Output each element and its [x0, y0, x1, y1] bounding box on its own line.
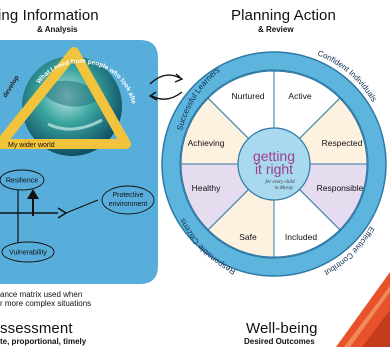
wellbeing-title: Well-being	[246, 320, 318, 337]
label-active: Active	[288, 91, 311, 101]
label-healthy: Healthy	[192, 183, 222, 193]
left-title: ing Information	[0, 7, 99, 24]
label-respected: Respected	[322, 138, 363, 148]
cycle-arrow-top	[149, 74, 181, 85]
vulnerability-label: Vulnerability	[9, 250, 47, 257]
centre-circle	[237, 127, 311, 201]
resilience-label: Resilience	[6, 178, 38, 185]
centre-line-2: it right	[255, 161, 293, 177]
protective-label-2: environment	[109, 201, 148, 208]
protective-environment-node	[101, 185, 155, 215]
vulnerability-node	[1, 241, 55, 263]
label-included: Included	[285, 232, 317, 242]
label-responsible: Responsible	[317, 183, 364, 193]
assessment-subtitle: te, proportional, timely	[0, 337, 87, 346]
wellbeing-subtitle: Desired Outcomes	[244, 337, 315, 346]
assessment-title: ssessment	[0, 320, 73, 337]
caption-line-1: ance matrix used when	[0, 290, 83, 299]
label-nurtured: Nurtured	[231, 91, 264, 101]
centre-line-3: for every child	[265, 180, 295, 185]
right-title: Planning Action	[231, 7, 336, 24]
centre-line-4: in Moray	[275, 186, 294, 191]
label-safe: Safe	[239, 232, 257, 242]
centre-line-1: getting	[253, 148, 295, 164]
my-world-triangle	[0, 47, 131, 149]
label-achieving: Achieving	[188, 138, 225, 148]
cycle-arrow-bottom	[151, 91, 183, 100]
arrow-up-icon	[27, 189, 39, 199]
resilience-node	[0, 169, 45, 191]
left-subtitle: & Analysis	[37, 25, 78, 34]
right-subtitle: & Review	[258, 25, 294, 34]
protective-label-1: Protective	[112, 192, 143, 199]
triangle-bottom-label: My wider world	[8, 142, 55, 149]
caption-line-2: r more complex situations	[0, 299, 92, 308]
